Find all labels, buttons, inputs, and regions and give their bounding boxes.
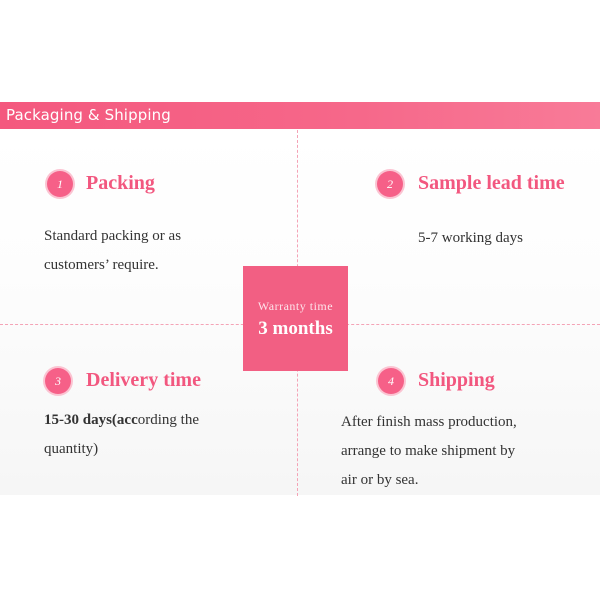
- delivery-time-line-2: quantity): [44, 441, 99, 457]
- step-number-1: 1: [47, 171, 73, 197]
- packing-text: Standard packing or as customers’ requir…: [44, 222, 181, 280]
- delivery-time-line-1-rest: ording the: [137, 412, 199, 428]
- packing-line-2: customers’ require.: [44, 257, 159, 273]
- section-banner: Packaging & Shipping: [0, 102, 600, 129]
- sample-lead-time-title: Sample lead time: [418, 172, 565, 194]
- delivery-time-line-1: 15-30 days(according the: [44, 406, 199, 435]
- shipping-line-3: air or by sea.: [341, 472, 419, 488]
- warranty-label: Warranty time: [257, 299, 334, 313]
- step-number-3: 3: [45, 368, 71, 394]
- delivery-time-days: 15-30 days(acc: [44, 412, 138, 428]
- shipping-line-1: After finish mass production,: [341, 414, 517, 430]
- sample-lead-time-text: 5-7 working days: [418, 228, 523, 248]
- shipping-title: Shipping: [418, 369, 495, 391]
- delivery-time-title: Delivery time: [86, 369, 201, 391]
- packing-title: Packing: [86, 172, 155, 194]
- shipping-line-2: arrange to make shipment by: [341, 443, 516, 459]
- warranty-box: Warranty time 3 months: [243, 266, 348, 371]
- shipping-text: After finish mass production, arrange to…: [341, 408, 517, 495]
- delivery-time-text: 15-30 days(according the quantity): [44, 406, 199, 464]
- packing-line-1: Standard packing or as: [44, 228, 182, 244]
- step-number-2: 2: [377, 171, 403, 197]
- banner-title: Packaging & Shipping: [6, 106, 171, 124]
- step-number-4: 4: [378, 368, 404, 394]
- warranty-value: 3 months: [258, 318, 333, 339]
- sample-lead-time-line-1: 5-7 working days: [418, 230, 523, 246]
